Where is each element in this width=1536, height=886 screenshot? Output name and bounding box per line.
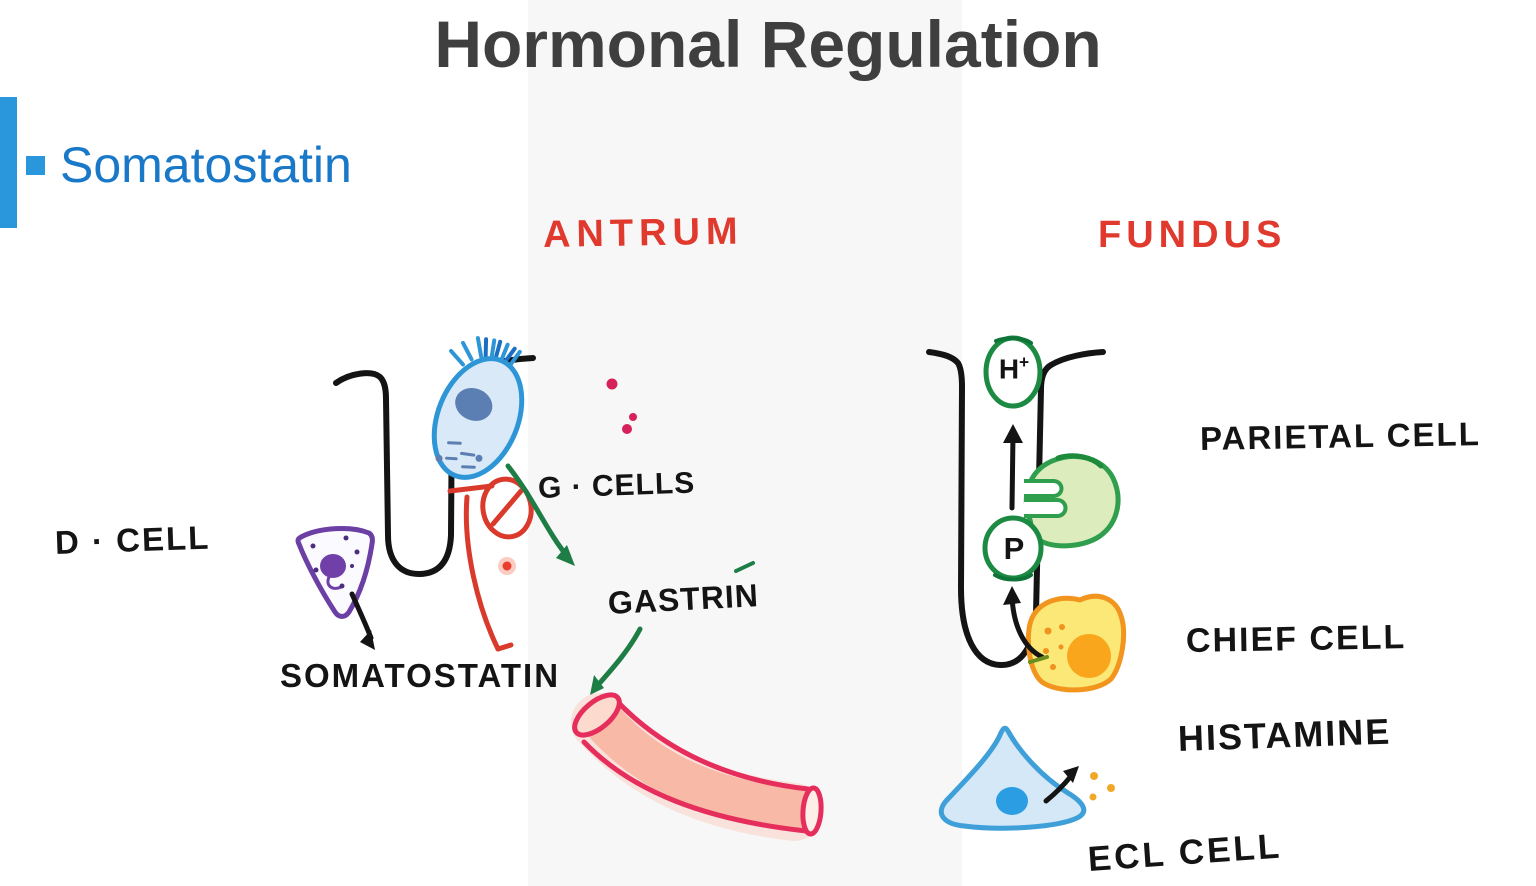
d-cell-nucleus	[320, 554, 346, 578]
g-cell-nucleus	[455, 387, 493, 421]
parietal-cell-shape	[1023, 453, 1121, 549]
hydrogen-ion-label: H+	[993, 352, 1035, 385]
region-label-antrum: ANTRUM	[542, 210, 744, 256]
inhibition-arrow	[447, 483, 514, 652]
gastrin-to-vessel-arrow	[590, 626, 643, 695]
vessel-end-cap	[800, 785, 824, 837]
proton-pump-circle	[982, 515, 1044, 582]
hydrogen-symbol: H	[998, 353, 1020, 385]
pump-to-acid-arrow	[1003, 424, 1023, 511]
antrum-diagram	[295, 336, 824, 841]
hydrogen-charge: +	[1019, 352, 1030, 372]
ecl-histamine-arrow	[1043, 766, 1079, 804]
fundus-diagram	[926, 335, 1127, 831]
fundus-gastric-pit	[926, 349, 1106, 668]
page-title: Hormonal Regulation	[434, 7, 1102, 81]
somatostatin-label: SOMATOSTATIN	[280, 657, 561, 694]
histamine-dots	[1089, 772, 1115, 801]
chief-to-pump-arrow	[1003, 586, 1049, 664]
chief-cell-granules	[1043, 624, 1065, 670]
histamine-label: HISTAMINE	[1177, 710, 1392, 759]
accent-bar	[0, 97, 17, 228]
chief-cell-label: CHIEF CELL	[1185, 618, 1407, 660]
ecl-cell-shape	[938, 725, 1087, 831]
g-cell-cilia	[449, 336, 522, 368]
chief-cell-shape	[1025, 593, 1127, 693]
hydrogen-ion-circle	[983, 335, 1043, 409]
g-cells-label: G · CELLS	[537, 466, 696, 505]
d-cell-shape	[295, 525, 375, 619]
g-cell-cilia-dark	[483, 337, 517, 365]
green-tick	[734, 561, 755, 573]
blood-vessel	[571, 692, 824, 841]
topic-somatostatin: Somatostatin	[60, 137, 352, 193]
proton-pump-label: P	[1003, 531, 1025, 566]
parietal-slot	[1024, 498, 1068, 518]
inhibit-dot	[498, 557, 516, 575]
chief-cell-nucleus	[1067, 634, 1111, 678]
parietal-slot	[1024, 479, 1064, 498]
secreted-dots-antrum	[606, 378, 637, 434]
g-cell-granules	[435, 441, 483, 469]
vessel-opening	[572, 692, 622, 738]
d-cell-label: D · CELL	[54, 518, 211, 561]
gastrin-label: GASTRIN	[607, 577, 760, 621]
region-label-fundus: FUNDUS	[1098, 214, 1287, 256]
bullet-square-icon	[26, 156, 45, 175]
ecl-cell-nucleus	[996, 787, 1028, 815]
d-cell-granules	[310, 535, 360, 589]
g-cell-shape	[431, 336, 525, 480]
dcell-to-somatostatin-arrow	[349, 591, 375, 650]
parietal-cell-label: PARIETAL CELL	[1199, 415, 1482, 457]
gcell-to-gastrin-arrow	[505, 463, 575, 566]
